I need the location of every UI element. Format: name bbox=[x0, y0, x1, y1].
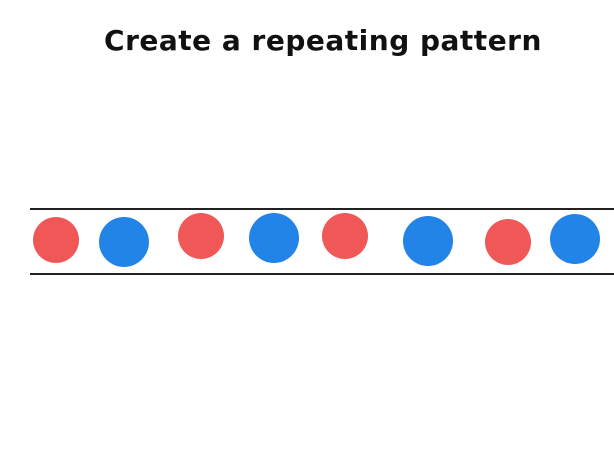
blue-bead[interactable] bbox=[550, 214, 600, 264]
red-bead[interactable] bbox=[485, 219, 531, 265]
red-bead[interactable] bbox=[33, 217, 79, 263]
blue-bead[interactable] bbox=[99, 217, 149, 267]
blue-bead[interactable] bbox=[403, 216, 453, 266]
blue-bead[interactable] bbox=[249, 213, 299, 263]
red-bead[interactable] bbox=[322, 213, 368, 259]
strip-top-border bbox=[30, 208, 614, 210]
red-bead[interactable] bbox=[178, 213, 224, 259]
page-title: Create a repeating pattern bbox=[104, 24, 542, 57]
strip-bottom-border bbox=[30, 273, 614, 275]
